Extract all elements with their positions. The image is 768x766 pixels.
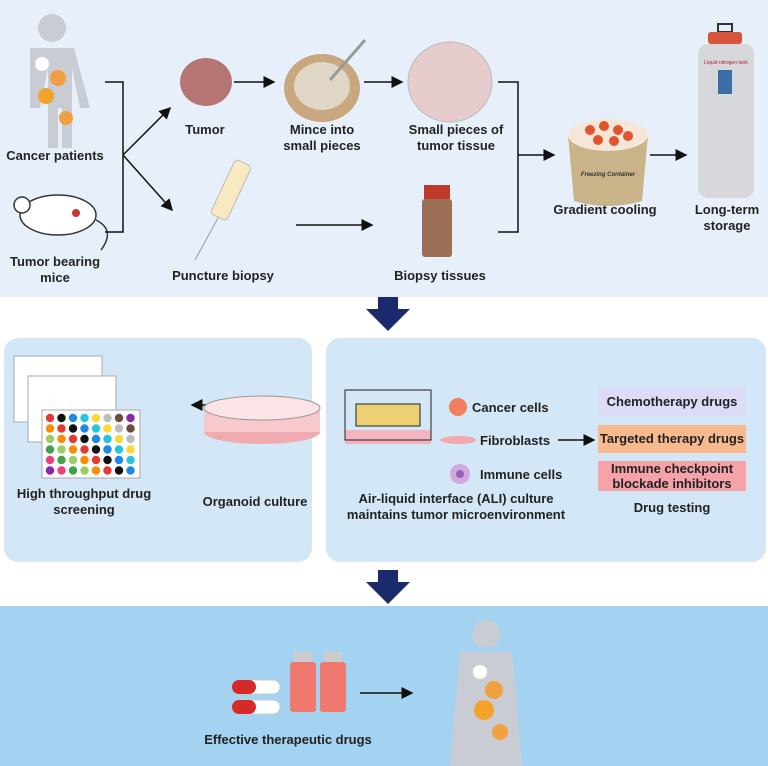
well [45, 455, 55, 465]
well [103, 455, 112, 465]
well [68, 466, 78, 475]
well [126, 455, 135, 465]
gradient-cooling-label: Gradient cooling [553, 202, 657, 217]
well [91, 413, 101, 423]
targeted-therapy-box: Targeted therapy drugs [598, 425, 746, 453]
well [80, 413, 89, 423]
well [68, 434, 78, 444]
well [45, 434, 55, 444]
well [68, 413, 78, 423]
well [114, 455, 124, 465]
small-pieces-label: Small pieces of tumor tissue [408, 122, 504, 153]
fibroblasts-label: Fibroblasts [480, 433, 551, 448]
immune-cells-label: Immune cells [480, 467, 563, 482]
mouse-icon [13, 194, 109, 251]
petri-dish-tissue-icon [407, 41, 493, 123]
well [68, 445, 78, 454]
ali-transwell-icon [344, 389, 432, 444]
well [80, 466, 89, 475]
down-arrow-icon [366, 570, 410, 604]
well [57, 466, 66, 475]
well [57, 445, 66, 454]
drug-vials-icon [290, 652, 346, 712]
freezing-container-icon: Freezing Container [568, 119, 648, 206]
well [103, 445, 112, 454]
biopsy-needle-icon [194, 159, 252, 261]
well [114, 445, 124, 454]
human-silhouette-icon [30, 14, 90, 148]
puncture-biopsy-label: Puncture biopsy [172, 268, 274, 283]
liquid-nitrogen-tank-icon: Liquid nitrogen tank [698, 23, 754, 198]
immune-checkpoint-box: Immune checkpoint blockade inhibitors [598, 461, 746, 491]
well [114, 434, 124, 444]
well [103, 424, 112, 433]
well [80, 445, 89, 454]
biopsy-vial-icon [422, 185, 452, 257]
well [57, 413, 66, 423]
screening-label: High throughput drug screening [16, 486, 152, 517]
well [91, 434, 101, 444]
well [126, 466, 135, 475]
well [103, 413, 112, 423]
organoid-culture-label: Organoid culture [202, 494, 308, 509]
pills-icon [231, 679, 281, 715]
tumor-bearing-mice-label: Tumor bearing mice [9, 254, 101, 285]
well [91, 455, 101, 465]
effective-drugs-label: Effective therapeutic drugs [204, 732, 372, 747]
tumor-icon [180, 58, 232, 106]
well [126, 434, 135, 444]
well [45, 445, 55, 454]
well [91, 424, 101, 433]
well [114, 424, 124, 433]
cancer-cell-icon [449, 398, 467, 416]
well [57, 424, 66, 433]
tumor-label: Tumor [185, 122, 225, 137]
long-term-storage-label: Long-term storage [694, 202, 760, 233]
well [68, 455, 78, 465]
well [80, 434, 89, 444]
biopsy-tissues-label: Biopsy tissues [394, 268, 486, 283]
well [45, 424, 55, 433]
well [103, 466, 112, 475]
human-silhouette-bottom-icon [450, 620, 522, 766]
immune-cell-icon [450, 464, 470, 484]
well [57, 455, 66, 465]
ali-label: Air-liquid interface (ALI) culture maint… [346, 491, 566, 522]
mince-label: Mince into small pieces [283, 122, 361, 153]
well [91, 466, 101, 475]
therapy-section [0, 606, 768, 766]
cancer-patients-label: Cancer patients [6, 148, 104, 163]
chemotherapy-box: Chemotherapy drugs [598, 388, 746, 416]
well [126, 424, 135, 433]
drug-testing-label: Drug testing [633, 500, 711, 515]
well [126, 445, 135, 454]
well [80, 455, 89, 465]
well-plates-icon [13, 355, 141, 479]
well [80, 424, 89, 433]
well [91, 445, 101, 454]
well [126, 413, 135, 423]
well [57, 434, 66, 444]
well [114, 466, 124, 475]
well [103, 434, 112, 444]
down-arrow-icon [366, 297, 410, 331]
petri-dish-mince-icon [284, 39, 367, 122]
organoid-dish-icon [203, 395, 321, 444]
well [45, 466, 55, 475]
fibroblast-icon [440, 436, 476, 444]
cancer-cells-label: Cancer cells [472, 400, 549, 415]
well [45, 413, 55, 423]
freezing-container-text: Freezing Container [581, 172, 636, 178]
well [114, 413, 124, 423]
well [68, 424, 78, 433]
tank-text: Liquid nitrogen tank [704, 60, 748, 66]
